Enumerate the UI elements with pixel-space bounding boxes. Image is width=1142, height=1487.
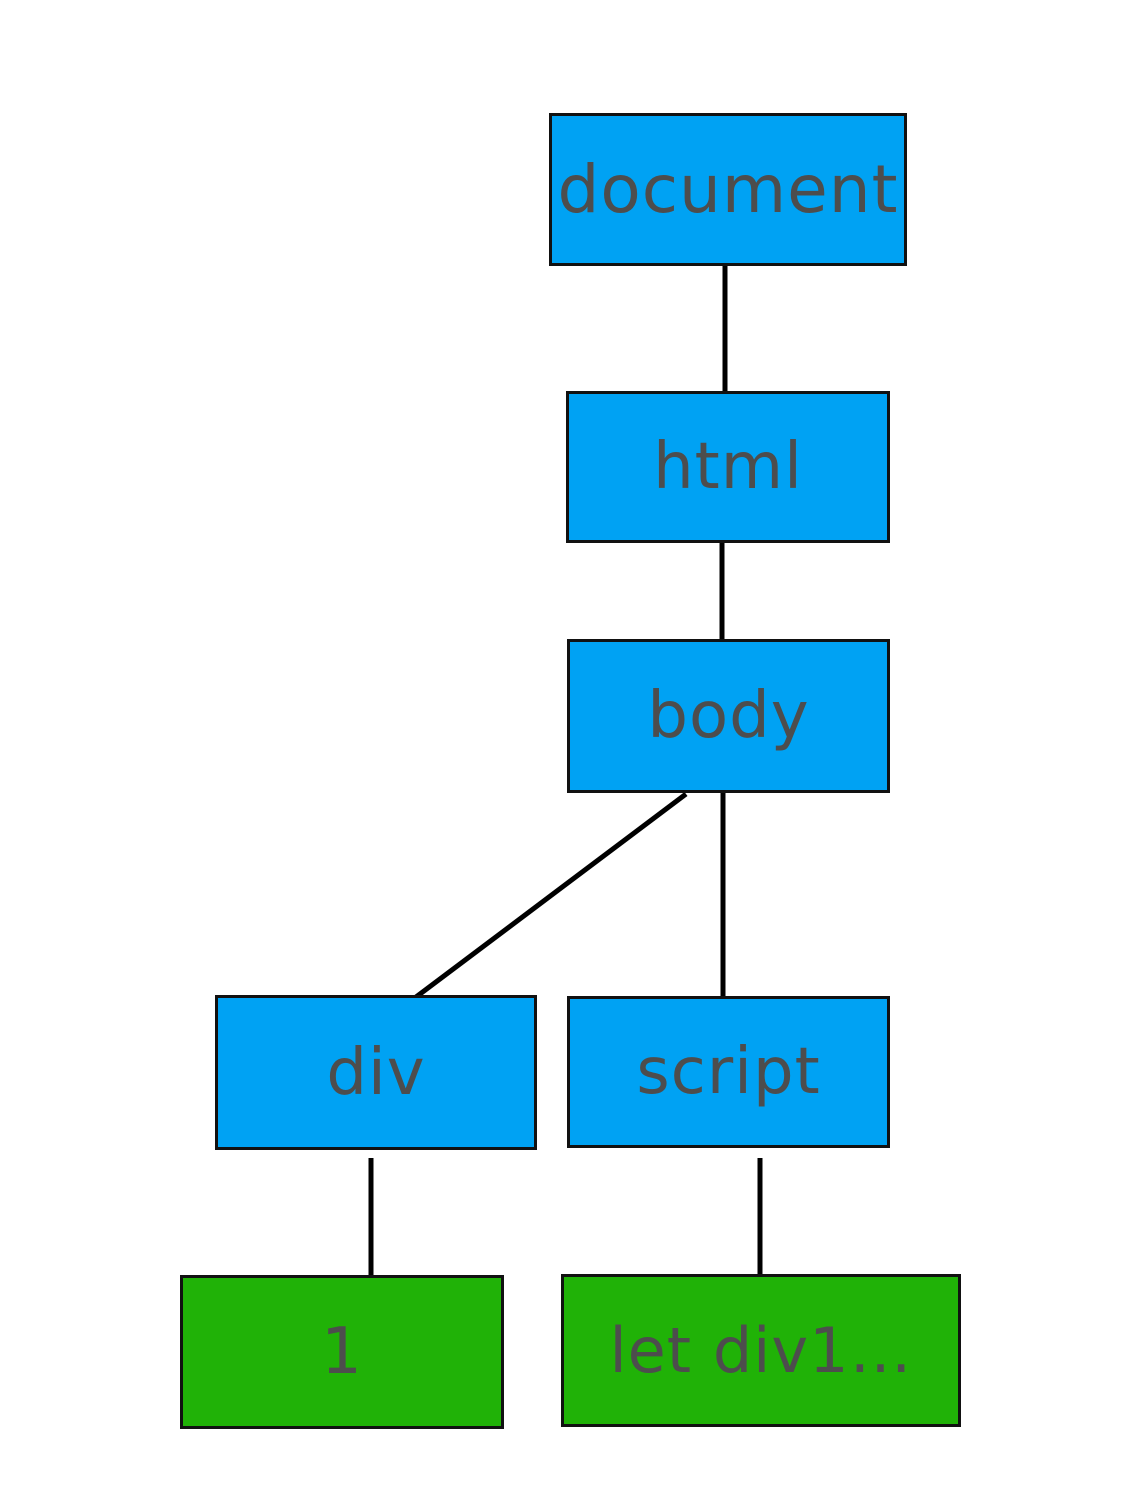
node-div-label: div [326, 1035, 426, 1110]
node-body: body [567, 639, 890, 793]
node-html: html [566, 391, 890, 543]
node-text-1: 1 [180, 1275, 504, 1429]
node-text-1-label: 1 [321, 1315, 363, 1389]
node-html-label: html [653, 430, 803, 504]
node-text-let-div1: let div1… [561, 1274, 961, 1427]
edge-body-div [414, 792, 688, 999]
node-div: div [215, 995, 537, 1150]
node-text-let-div1-label: let div1… [609, 1314, 913, 1387]
node-body-label: body [647, 679, 810, 753]
node-script: script [567, 996, 890, 1148]
node-document-label: document [557, 151, 899, 228]
node-script-label: script [636, 1035, 821, 1109]
node-document: document [549, 113, 907, 266]
